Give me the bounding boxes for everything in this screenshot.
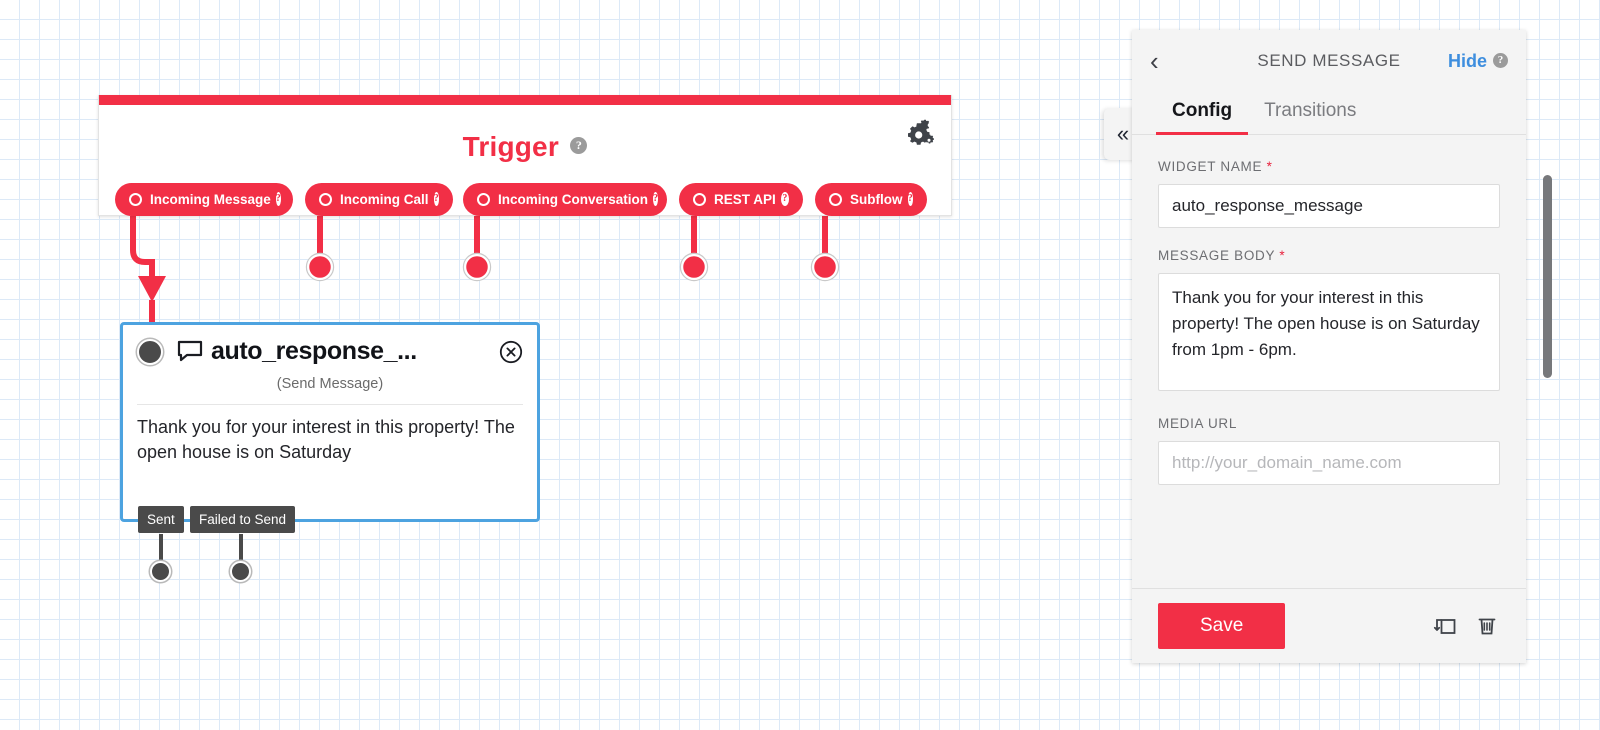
widget-node-header: auto_response_... (123, 325, 537, 366)
panel-footer-icons (1432, 613, 1500, 639)
divider (137, 404, 523, 405)
double-chevron-left-icon: « (1116, 121, 1130, 146)
required-marker: * (1266, 159, 1273, 174)
trigger-pill-incoming-call[interactable]: Incoming Call ? (305, 183, 453, 216)
required-marker: * (1279, 248, 1286, 263)
field-media-url: MEDIA URL (1158, 416, 1500, 485)
widget-node-subtitle: (Send Message) (276, 376, 384, 392)
endpoint-dot-incoming-conversation[interactable] (463, 253, 491, 281)
pill-label: Incoming Message (150, 192, 271, 207)
output-stem-sent (159, 534, 163, 572)
panel-tabs: Config Transitions (1132, 92, 1526, 135)
pill-port-icon (693, 193, 706, 206)
page-title: Trigger (462, 131, 559, 162)
media-url-input[interactable] (1158, 441, 1500, 485)
close-circle-icon[interactable] (499, 340, 523, 364)
field-label-message-body: MESSAGE BODY * (1158, 248, 1500, 263)
help-icon[interactable]: ? (433, 192, 439, 206)
label-text: MEDIA URL (1158, 416, 1238, 431)
widget-node-send-message[interactable]: auto_response_... (Send Message) Thank y… (120, 322, 540, 522)
field-label-widget-name: WIDGET NAME * (1158, 159, 1500, 174)
connector-arrowhead (138, 276, 166, 302)
panel-form: WIDGET NAME * MESSAGE BODY * MEDIA URL (1132, 135, 1526, 588)
tab-transitions[interactable]: Transitions (1264, 100, 1357, 121)
message-body-textarea[interactable] (1158, 273, 1500, 391)
message-bubble-icon (177, 340, 203, 364)
output-dot-failed-to-send[interactable] (230, 561, 251, 582)
endpoint-ring (305, 252, 335, 282)
output-label-sent[interactable]: Sent (138, 506, 184, 533)
help-icon[interactable]: ? (780, 192, 789, 206)
widget-node-title: auto_response_... (211, 337, 417, 365)
help-icon[interactable]: ? (907, 192, 913, 206)
panel-header: ‹ SEND MESSAGE Hide ? (1132, 30, 1526, 92)
widget-node-body-preview: Thank you for your interest in this prop… (137, 417, 515, 462)
pill-port-icon (829, 193, 842, 206)
endpoint-ring (810, 252, 840, 282)
endpoint-dot-incoming-call[interactable] (306, 253, 334, 281)
field-widget-name: WIDGET NAME * (1158, 159, 1500, 228)
label-text: MESSAGE BODY (1158, 248, 1275, 263)
help-icon[interactable]: ? (570, 136, 588, 154)
tab-config[interactable]: Config (1156, 92, 1249, 135)
endpoint-dot-subflow[interactable] (811, 253, 839, 281)
pill-label: Incoming Conversation (498, 192, 649, 207)
panel-scrollbar[interactable] (1543, 175, 1552, 378)
trigger-pill-incoming-conversation[interactable]: Incoming Conversation ? (463, 183, 667, 216)
trigger-node[interactable]: Trigger ? Incoming Message ? Incoming Ca… (98, 95, 952, 216)
duplicate-icon[interactable] (1432, 613, 1458, 639)
help-icon[interactable]: ? (653, 192, 659, 206)
output-dot-sent[interactable] (150, 561, 171, 582)
trigger-body: Trigger ? Incoming Message ? Incoming Ca… (99, 105, 951, 217)
pill-port-icon (319, 193, 332, 206)
trigger-pill-subflow[interactable]: Subflow ? (815, 183, 927, 216)
help-icon[interactable]: ? (1493, 53, 1508, 68)
trash-icon[interactable] (1474, 613, 1500, 639)
chevron-left-icon[interactable]: ‹ (1150, 46, 1159, 76)
trigger-pill-incoming-message[interactable]: Incoming Message ? (115, 183, 293, 216)
widget-name-input[interactable] (1158, 184, 1500, 228)
output-stem-failed (239, 534, 243, 572)
field-message-body: MESSAGE BODY * (1158, 248, 1500, 396)
field-label-media-url: MEDIA URL (1158, 416, 1500, 431)
pill-label: Incoming Call (340, 192, 429, 207)
widget-config-panel: ‹ SEND MESSAGE Hide ? Config Transitions… (1132, 30, 1526, 663)
pill-label: Subflow (850, 192, 903, 207)
trigger-pill-row: Incoming Message ? Incoming Call ? Incom… (99, 183, 951, 217)
gear-icon[interactable] (903, 119, 935, 147)
trigger-pill-rest-api[interactable]: REST API ? (679, 183, 803, 216)
save-button[interactable]: Save (1158, 603, 1286, 649)
help-icon[interactable]: ? (275, 192, 281, 206)
pill-port-icon (129, 193, 142, 206)
widget-input-port-icon[interactable] (137, 338, 163, 365)
trigger-title-row: Trigger ? (99, 117, 951, 163)
pill-port-icon (477, 193, 490, 206)
pill-label: REST API (714, 192, 776, 207)
endpoint-ring (679, 252, 709, 282)
connector-incoming-message (130, 205, 155, 279)
trigger-accent-bar (99, 95, 951, 105)
endpoint-ring (462, 252, 492, 282)
output-label-failed-to-send[interactable]: Failed to Send (190, 506, 296, 533)
label-text: WIDGET NAME (1158, 159, 1263, 174)
endpoint-dot-rest-api[interactable] (680, 253, 708, 281)
panel-footer: Save (1132, 588, 1526, 663)
hide-button[interactable]: Hide (1447, 50, 1487, 71)
